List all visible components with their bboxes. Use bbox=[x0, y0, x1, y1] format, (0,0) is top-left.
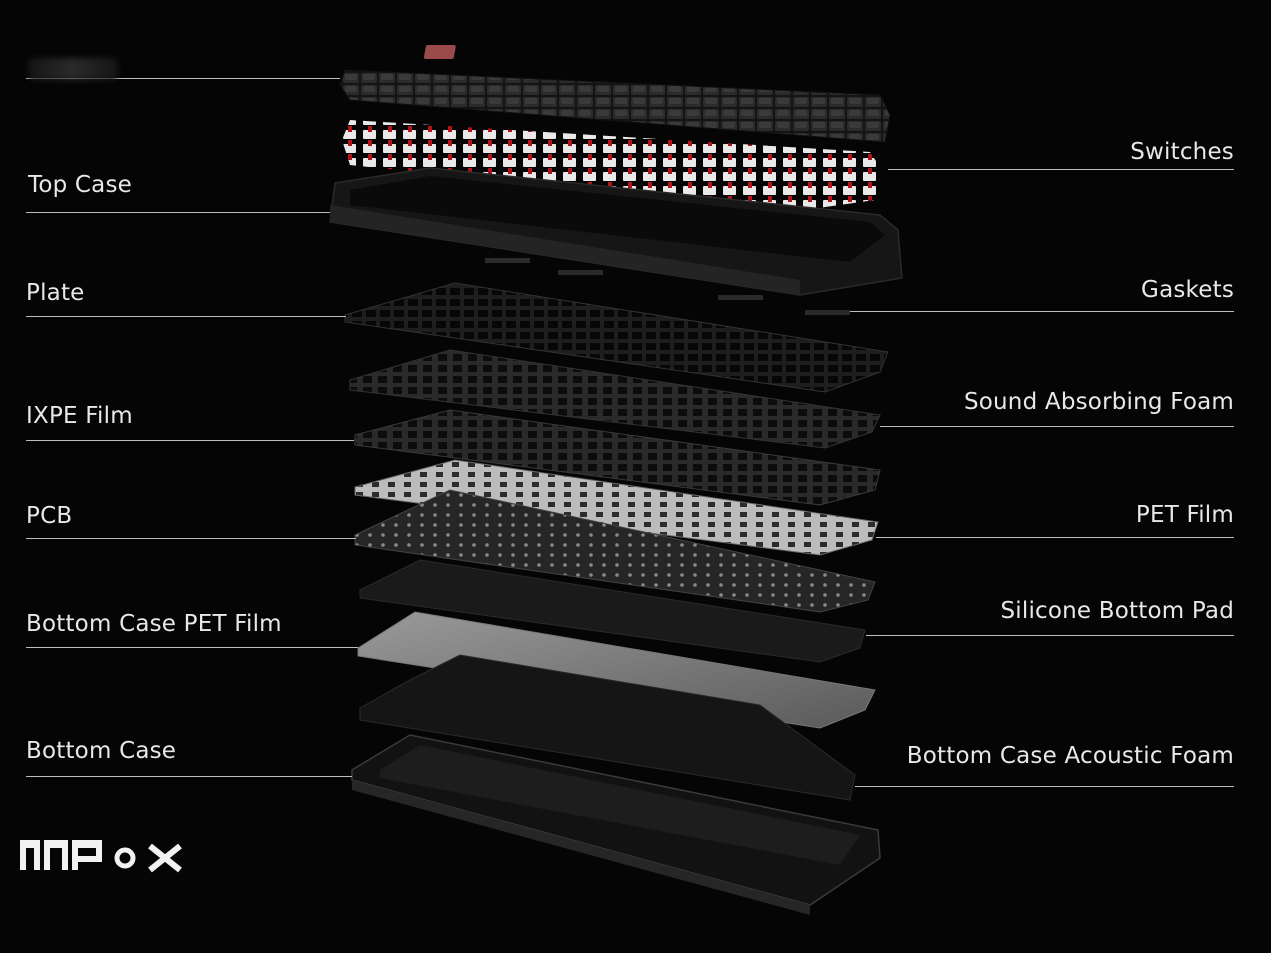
ixpe-film-layer bbox=[354, 409, 881, 506]
label-top-case: Top Case bbox=[28, 172, 133, 198]
leader-line-switches bbox=[888, 169, 1234, 170]
leader-line-plate bbox=[26, 316, 346, 317]
bottom-case-acoustic-foam-layer bbox=[359, 654, 856, 801]
label-plate: Plate bbox=[26, 280, 85, 306]
gaskets-layer bbox=[485, 258, 850, 315]
label-bottom-case-pet-film: Bottom Case PET Film bbox=[26, 611, 282, 637]
leader-line-ixpe-film bbox=[26, 440, 354, 441]
sound-absorbing-foam-layer bbox=[349, 349, 881, 449]
leader-line-bottom-case-pet-film bbox=[26, 647, 358, 648]
brand-logo-icon bbox=[20, 840, 182, 873]
leader-line-pcb bbox=[26, 538, 356, 539]
leader-line-silicone-bottom-pad bbox=[866, 635, 1234, 636]
plate-layer bbox=[344, 282, 889, 393]
leader-line-gaskets bbox=[850, 311, 1234, 312]
leader-line-pet-film bbox=[876, 537, 1234, 538]
leader-line-sound-absorbing-foam bbox=[880, 426, 1234, 427]
label-pet-film: PET Film bbox=[1135, 502, 1234, 528]
pcb-layer bbox=[354, 489, 876, 613]
keycaps-layer bbox=[339, 45, 891, 143]
bottom-case-layer bbox=[351, 734, 881, 915]
leader-line-keycaps bbox=[26, 78, 340, 79]
label-switches: Switches bbox=[1130, 139, 1234, 165]
label-ixpe-film: IXPE Film bbox=[26, 403, 133, 429]
leader-line-top-case bbox=[26, 212, 330, 213]
label-pcb: PCB bbox=[26, 503, 73, 529]
pet-film-layer bbox=[354, 459, 879, 556]
top-case-layer bbox=[329, 167, 903, 296]
label-gaskets: Gaskets bbox=[1141, 277, 1234, 303]
label-sound-absorbing-foam: Sound Absorbing Foam bbox=[963, 389, 1234, 415]
label-bottom-case: Bottom Case bbox=[26, 738, 177, 764]
label-bottom-case-acoustic-foam: Bottom Case Acoustic Foam bbox=[906, 743, 1234, 769]
switches-layer bbox=[342, 120, 882, 212]
leader-line-bottom-case bbox=[26, 776, 352, 777]
blurred-label bbox=[28, 58, 118, 80]
leader-line-bottom-case-acoustic-foam bbox=[855, 786, 1234, 787]
silicone-bottom-pad-layer bbox=[359, 559, 866, 663]
bottom-case-pet-film-layer bbox=[357, 611, 876, 729]
label-silicone-bottom-pad: Silicone Bottom Pad bbox=[1000, 598, 1234, 624]
